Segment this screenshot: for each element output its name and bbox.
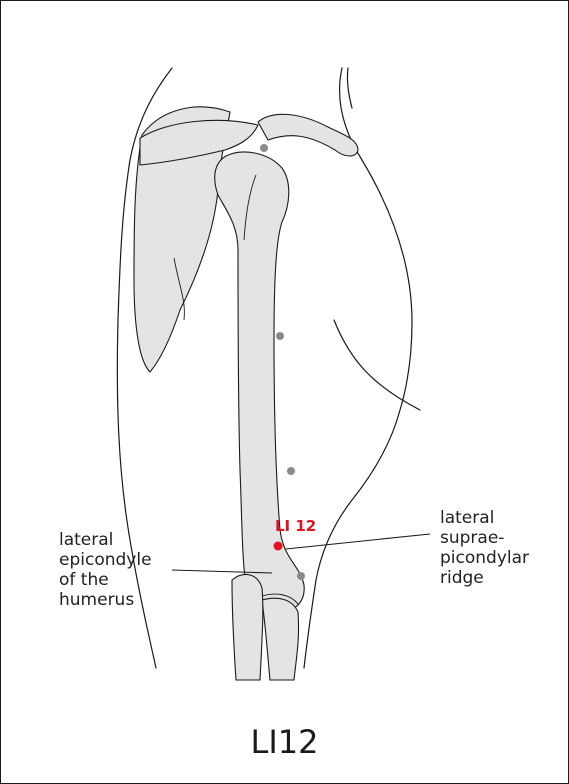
label-line: suprae- xyxy=(440,528,529,548)
supraepicondylar-ridge-label: lateral suprae- picondylar ridge xyxy=(440,508,529,588)
page-title: LI12 xyxy=(0,722,569,762)
neck-line xyxy=(347,68,352,108)
ulna-bone xyxy=(232,574,263,680)
clavicle-bone xyxy=(258,114,358,156)
label-line: picondylar xyxy=(440,548,529,568)
label-line: of the xyxy=(59,570,152,590)
acupoint-marker xyxy=(276,332,284,340)
leader-line-right xyxy=(286,534,430,549)
label-line: humerus xyxy=(59,590,152,610)
acupoint-marker xyxy=(287,467,295,475)
body-outline-right xyxy=(304,68,412,668)
label-line: epicondyle xyxy=(59,550,152,570)
label-line: lateral xyxy=(440,508,529,528)
li12-point-label: LI 12 xyxy=(275,517,316,535)
acupoint-marker xyxy=(260,144,268,152)
label-line: lateral xyxy=(59,530,152,550)
lateral-epicondyle-label: lateral epicondyle of the humerus xyxy=(59,530,152,610)
label-line: ridge xyxy=(440,568,529,588)
acupoint-marker xyxy=(297,572,305,580)
chest-fold-line xyxy=(334,320,420,410)
li12-point-marker xyxy=(274,542,283,551)
humerus-bone xyxy=(215,152,304,613)
radius-bone xyxy=(262,598,299,680)
